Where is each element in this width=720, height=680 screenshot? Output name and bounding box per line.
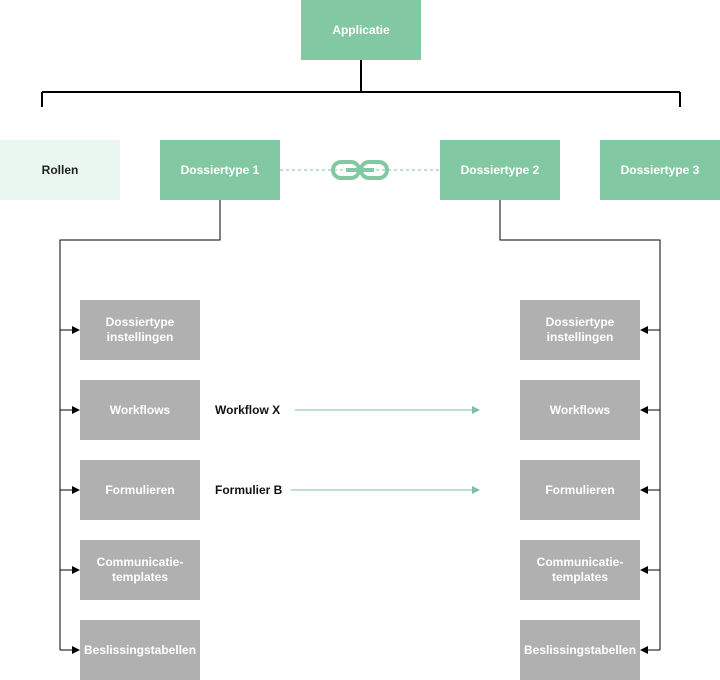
left-communicatie-templates[interactable]: Communicatie-templates [80, 540, 200, 600]
left-formulieren[interactable]: Formulieren [80, 460, 200, 520]
right-tree-lines [499, 200, 661, 654]
left-beslissingstabellen[interactable]: Beslissingstabellen [80, 620, 200, 680]
applicatie-node[interactable]: Applicatie [301, 0, 421, 60]
link-icon [331, 160, 389, 180]
top-bracket [41, 60, 681, 107]
dossiertype-2-node[interactable]: Dossiertype 2 [440, 140, 560, 200]
right-dossiertype-instellingen[interactable]: Dossiertype instellingen [520, 300, 640, 360]
right-formulieren[interactable]: Formulieren [520, 460, 640, 520]
rollen-node[interactable]: Rollen [0, 140, 120, 200]
left-dossiertype-instellingen[interactable]: Dossiertype instellingen [80, 300, 200, 360]
dossiertype-1-node[interactable]: Dossiertype 1 [160, 140, 280, 200]
formulier-b-label: Formulier B [215, 483, 283, 497]
dossiertype-3-node[interactable]: Dossiertype 3 [600, 140, 720, 200]
left-tree-lines [59, 200, 221, 654]
right-communicatie-templates[interactable]: Communicatie-templates [520, 540, 640, 600]
left-workflows[interactable]: Workflows [80, 380, 200, 440]
workflow-x-label: Workflow X [215, 403, 281, 417]
right-beslissingstabellen[interactable]: Beslissingstabellen [520, 620, 640, 680]
right-workflows[interactable]: Workflows [520, 380, 640, 440]
